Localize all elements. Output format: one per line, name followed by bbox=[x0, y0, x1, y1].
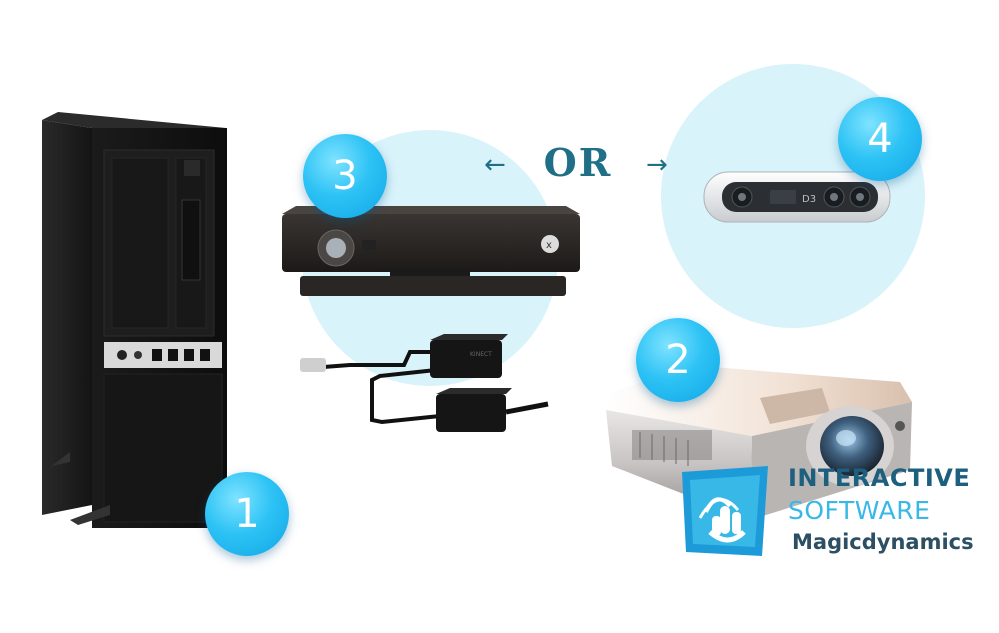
brand-name-line3: Magicdynamics bbox=[792, 530, 974, 554]
kinect-sensor: x bbox=[282, 206, 580, 296]
brand-name-line1: INTERACTIVE bbox=[788, 464, 971, 492]
left-arrow-icon: ← bbox=[484, 150, 506, 180]
camera-label: D3 bbox=[802, 194, 816, 205]
kinect-adapter: KINECT bbox=[300, 334, 549, 432]
touch-hand-logo-icon bbox=[682, 466, 768, 556]
depth-camera: D3 bbox=[703, 171, 891, 223]
badge-4: 4 bbox=[838, 97, 922, 181]
right-arrow-icon: → bbox=[646, 150, 668, 180]
badge-3: 3 bbox=[303, 134, 387, 218]
brand-logo-block: INTERACTIVE SOFTWARE Magicdynamics bbox=[676, 450, 976, 560]
pc-tower bbox=[42, 112, 227, 528]
badge-1: 1 bbox=[205, 472, 289, 556]
badge-2: 2 bbox=[636, 318, 720, 402]
brand-name-line2: SOFTWARE bbox=[788, 496, 931, 525]
svg-text:x: x bbox=[546, 240, 552, 251]
or-label: OR bbox=[543, 140, 613, 185]
kinect-adapter-label: KINECT bbox=[470, 351, 492, 358]
